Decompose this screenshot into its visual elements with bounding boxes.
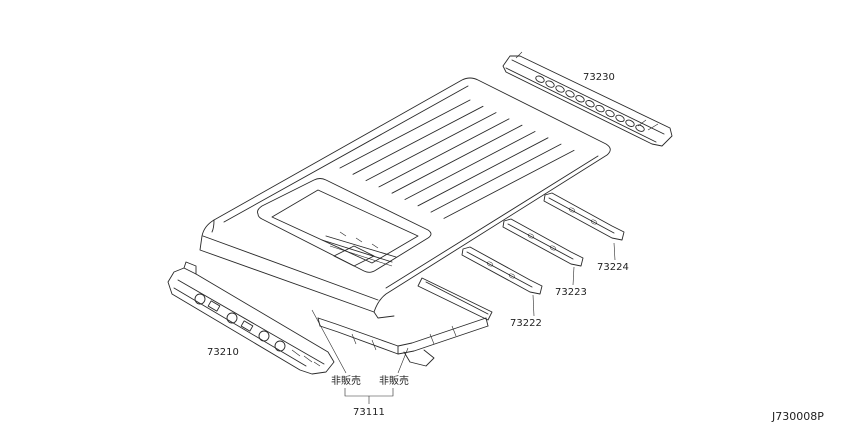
hole: [194, 293, 206, 305]
leader-73222: [532, 294, 535, 317]
roof-rib: [430, 143, 562, 213]
under-roof-structure: [317, 277, 493, 367]
roof-rib: [365, 112, 497, 182]
rear-rail-holes: [535, 75, 645, 132]
under-structure-view: [321, 231, 397, 267]
hole: [226, 312, 238, 324]
leader-73224: [613, 242, 616, 261]
hole: [555, 85, 565, 93]
hole: [568, 207, 576, 213]
hole: [595, 104, 605, 113]
hole: [274, 340, 286, 352]
rear-roof-rail: [502, 51, 673, 147]
roof-rib: [417, 137, 549, 207]
sunroof-opening-inner: [271, 189, 419, 264]
rear-rail-flange: [505, 67, 657, 143]
hole: [527, 233, 535, 239]
roof-panel: [199, 77, 611, 313]
sunroof-opening-outer: [257, 178, 432, 273]
figure-code: J730008P: [771, 410, 824, 423]
hole: [535, 75, 545, 83]
front-rail-outline: [167, 267, 335, 375]
hole: [605, 109, 615, 118]
roof-rib: [378, 118, 510, 188]
roof-ribs: [339, 99, 575, 219]
front-rail-details: [291, 349, 321, 367]
part-number-label[interactable]: 73223: [555, 287, 587, 298]
hole: [590, 219, 598, 225]
hole: [545, 80, 555, 88]
hole: [585, 100, 595, 108]
hole: [258, 330, 270, 342]
hole: [549, 245, 557, 251]
part-number-label[interactable]: 73111: [353, 407, 385, 418]
slot: [240, 320, 254, 332]
hole: [575, 95, 585, 103]
hole: [625, 119, 635, 127]
front-rail-tab: [183, 261, 197, 275]
not-for-sale-note: 非販売: [331, 374, 361, 387]
hole: [615, 114, 625, 123]
rear-rail-ridge: [511, 59, 665, 135]
part-number-label[interactable]: 73230: [583, 72, 615, 83]
part-number-label[interactable]: 73222: [510, 318, 542, 329]
roof-rib: [443, 149, 575, 219]
hole: [635, 124, 645, 132]
roof-side-crown-left: [223, 85, 469, 223]
not-for-sale-note: 非販売: [379, 374, 409, 387]
roof-rib: [352, 105, 484, 175]
leader-lines: [311, 242, 616, 404]
roof-bow-front: [461, 246, 543, 295]
slot: [207, 300, 221, 312]
hole: [486, 261, 494, 267]
roof-rib: [339, 99, 471, 169]
part-number-label[interactable]: 73224: [597, 262, 629, 273]
rear-rail-outline: [502, 55, 673, 147]
roof-front-edge: [202, 235, 379, 301]
roof-corner: [211, 219, 215, 233]
hole: [508, 273, 516, 279]
roof-bow-middle: [502, 218, 584, 267]
roof-side-crown-right: [385, 155, 599, 289]
leader-note-left: [311, 309, 347, 374]
hole: [565, 90, 575, 98]
front-roof-rail: [167, 261, 335, 375]
front-rail-flange: [173, 287, 307, 367]
roof-rib: [391, 124, 523, 194]
leader-73223: [572, 266, 575, 286]
leader-note-right: [397, 347, 409, 374]
roof-rib: [404, 131, 536, 200]
part-number-label[interactable]: 73210: [207, 347, 239, 358]
roof-outline: [199, 77, 611, 313]
front-rail-ridge: [177, 279, 325, 365]
roof-bow-rear: [543, 192, 625, 241]
bracket-73111: [344, 388, 394, 404]
